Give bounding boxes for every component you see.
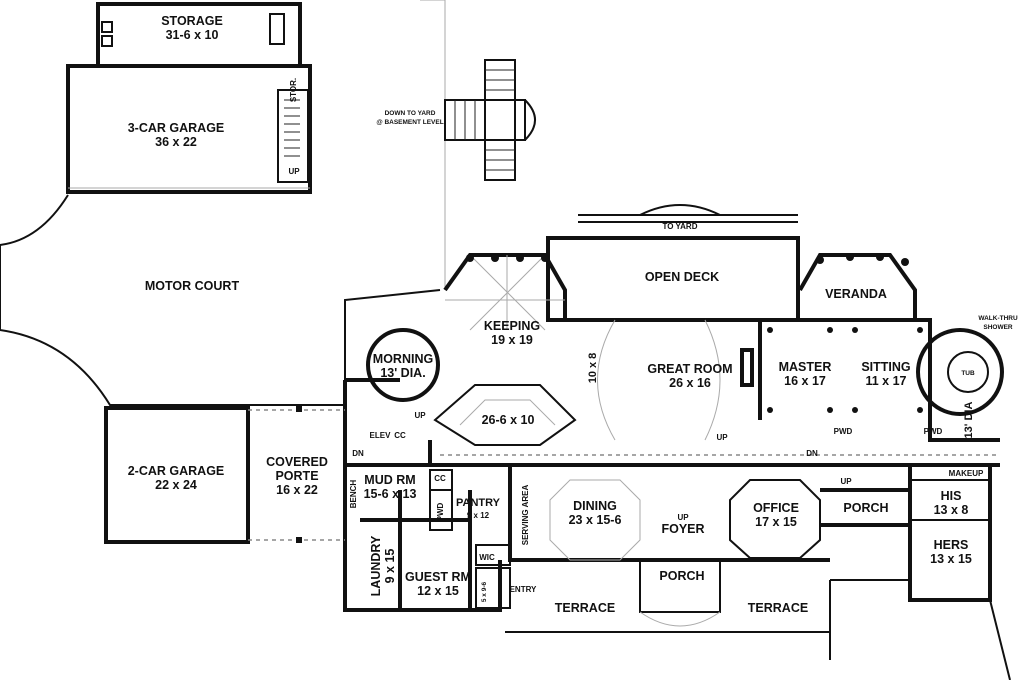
office-octagon — [729, 479, 821, 559]
pantry-label: PANTRY — [456, 497, 501, 509]
mud-rm-label: MUD RM — [364, 473, 415, 487]
guest-rm-dim: 12 x 15 — [417, 584, 459, 598]
morning-dim: 13' DIA. — [380, 366, 425, 380]
tub-label: TUB — [961, 370, 975, 377]
down-to-yard-label-1: DOWN TO YARD — [385, 110, 436, 117]
down-to-yard-label-2: @ BASEMENT LEVEL — [376, 119, 443, 126]
open-deck-label: OPEN DECK — [645, 270, 719, 284]
garage2-dim: 22 x 24 — [155, 478, 197, 492]
makeup-label: MAKEUP — [949, 469, 984, 478]
his-dim: 13 x 8 — [934, 503, 969, 517]
deck-rail — [578, 204, 798, 223]
three-car-garage — [66, 64, 312, 194]
his-label: HIS — [941, 489, 962, 503]
office-dim: 17 x 15 — [755, 515, 797, 529]
motor-court-outline — [0, 194, 441, 406]
porte-label-2: PORTE — [275, 469, 318, 483]
elev-label: ELEV — [370, 431, 392, 440]
master-columns — [767, 327, 923, 413]
wic-label: WIC — [479, 553, 495, 562]
sitting-dim: 11 x 17 — [865, 374, 906, 388]
dining-octagon — [549, 479, 641, 561]
front-porch — [505, 559, 1011, 680]
two-car-garage — [104, 406, 345, 544]
terrace-left-label: TERRACE — [555, 601, 615, 615]
foyer-label: FOYER — [661, 522, 704, 536]
up-foyer-label: UP — [677, 513, 689, 522]
bath-rotunda — [916, 328, 1004, 416]
pwd-label-mud: PWD — [436, 502, 445, 521]
up-porch-label: UP — [840, 477, 852, 486]
stor-label: STOR. — [289, 78, 298, 102]
keeping-columns — [466, 254, 549, 262]
pantry-dim: 9 x 12 — [467, 511, 490, 520]
bath-dia-label: 13' DIA — [963, 402, 975, 439]
keeping-label: KEEPING — [484, 319, 540, 333]
yard-stair — [444, 59, 536, 181]
up-morning-label: UP — [414, 411, 426, 420]
cc-label-1: CC — [394, 431, 406, 440]
pwd-label-right: PWD — [924, 427, 943, 436]
keeping-dim: 19 x 19 — [491, 333, 533, 347]
mud-rm-dim: 15-6 x 13 — [364, 487, 417, 501]
sitting-label: SITTING — [861, 360, 910, 374]
veranda-label: VERANDA — [825, 287, 887, 301]
laundry-label: LAUNDRY — [369, 535, 383, 596]
to-yard-label: TO YARD — [663, 222, 698, 231]
master-label: MASTER — [779, 360, 832, 374]
serving-area-label: SERVING AREA — [521, 485, 530, 546]
porte-label-1: COVERED — [266, 455, 328, 469]
dn-left-label: DN — [352, 449, 364, 458]
storage-dim: 31-6 x 10 — [166, 28, 219, 42]
walk-thru-label-2: SHOWER — [983, 324, 1013, 331]
master-dim: 16 x 17 — [784, 374, 826, 388]
storage-label: STORAGE — [161, 14, 223, 28]
morning-label: MORNING — [373, 352, 433, 366]
dining-dim: 23 x 15-6 — [569, 513, 622, 527]
hers-dim: 13 x 15 — [930, 552, 972, 566]
kitchen-dim: 26-6 x 10 — [482, 413, 535, 427]
entry-label: ENTRY — [510, 585, 537, 594]
hers-label: HERS — [934, 538, 969, 552]
cc-label-2: CC — [434, 474, 446, 483]
pantry-side-dim: 10 x 8 — [587, 353, 599, 384]
pwd-label-master: PWD — [834, 427, 853, 436]
garage2-label: 2-CAR GARAGE — [128, 464, 225, 478]
up-great-label: UP — [716, 433, 728, 442]
office-label: OFFICE — [753, 501, 799, 515]
garage3-label: 3-CAR GARAGE — [128, 121, 225, 135]
garage3-dim: 36 x 22 — [155, 135, 197, 149]
dining-label: DINING — [573, 499, 617, 513]
dn-right-label: DN — [806, 449, 818, 458]
great-room-dim: 26 x 16 — [669, 376, 711, 390]
porch-right-label: PORCH — [843, 501, 888, 515]
terrace-right-label: TERRACE — [748, 601, 808, 615]
up-garage-label: UP — [288, 167, 300, 176]
veranda-columns — [816, 253, 909, 266]
porch-front-label: PORCH — [659, 569, 704, 583]
guest-rm-label: GUEST RM — [405, 570, 471, 584]
morning-rotunda — [366, 328, 440, 402]
bench-label: BENCH — [349, 480, 358, 509]
closet-dim: 5 x 9-6 — [481, 582, 488, 603]
laundry-dim: 9 x 15 — [383, 549, 397, 584]
motor-court-label: MOTOR COURT — [145, 279, 240, 293]
great-room-label: GREAT ROOM — [647, 362, 732, 376]
porte-dim: 16 x 22 — [276, 483, 318, 497]
kitchen-island — [433, 384, 577, 446]
garage-stair — [284, 99, 300, 157]
walk-thru-label-1: WALK-THRU — [978, 315, 1018, 322]
